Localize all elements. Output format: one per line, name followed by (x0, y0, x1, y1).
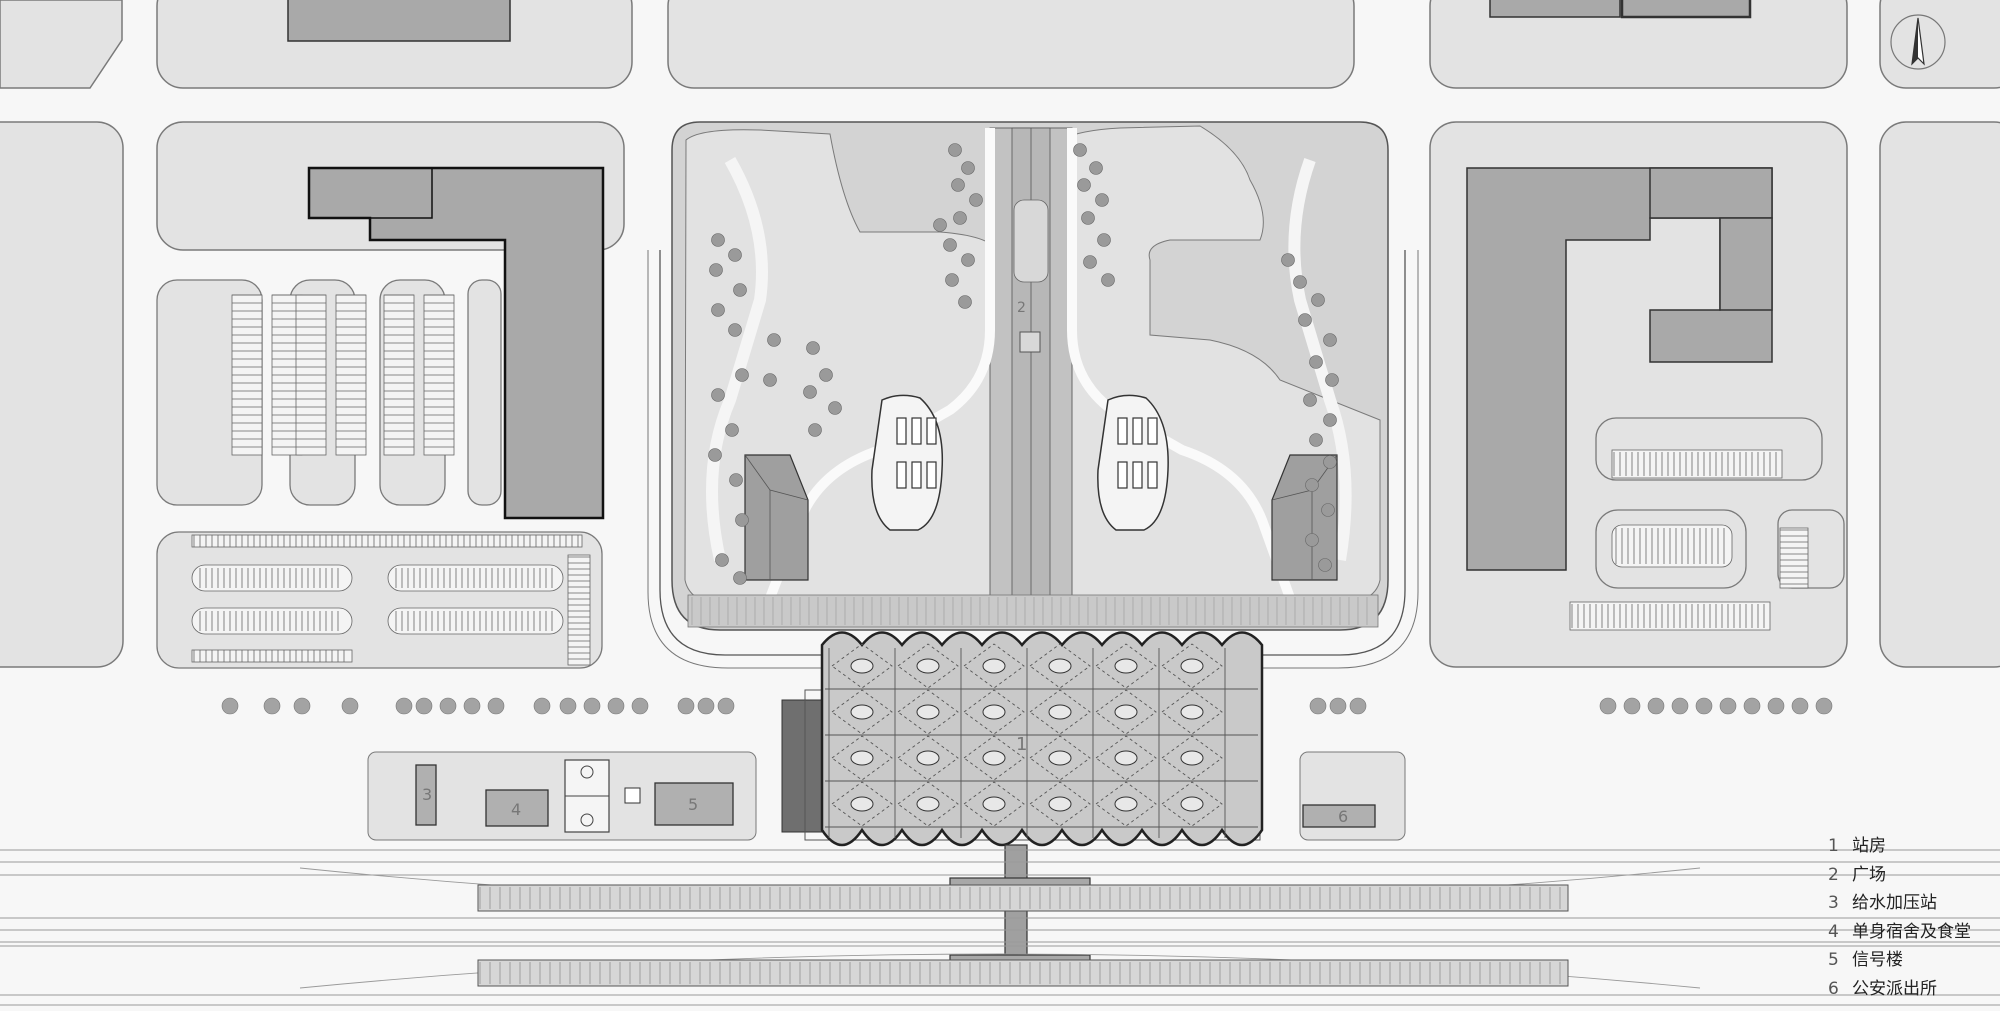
legend-number: 6 (1828, 978, 1839, 999)
legend-item: 3 给水加压站 (1828, 889, 1998, 918)
railway-yard (0, 849, 2000, 1006)
label-6: 6 (1338, 807, 1348, 826)
legend-label: 站房 (1852, 836, 1886, 856)
label-3: 3 (422, 785, 432, 804)
legend-number: 3 (1828, 893, 1839, 913)
station-plaza (647, 121, 1419, 669)
legend-item: 2 广场 (1828, 861, 1998, 890)
legend-label: 公安派出所 (1852, 978, 1937, 999)
left-parking-area (156, 279, 603, 669)
legend-label: 给水加压站 (1852, 893, 1937, 913)
legend-item: 1 站房 (1828, 832, 1998, 861)
legend: 1 站房 2 广场 3 给水加压站 4 单身宿舍及食堂 5 信号楼 6 公安派出所 (1828, 832, 1998, 1003)
legend-number: 2 (1828, 864, 1839, 885)
building-left-l (307, 166, 605, 520)
label-2: 2 (1017, 300, 1026, 316)
legend-label: 单身宿舍及食堂 (1852, 921, 1971, 942)
legend-item: 4 单身宿舍及食堂 (1828, 918, 1998, 947)
legend-number: 5 (1828, 950, 1839, 970)
building-right-complex (1466, 167, 1773, 571)
legend-item: 6 公安派出所 (1828, 975, 1998, 1004)
legend-item: 5 信号楼 (1828, 946, 1998, 975)
legend-number: 1 (1828, 836, 1839, 856)
north-arrow-icon (1890, 14, 1946, 70)
legend-number: 4 (1828, 921, 1839, 942)
plaza-trees (708, 143, 1339, 585)
legend-label: 广场 (1852, 864, 1886, 885)
buildings-top (287, 0, 1752, 42)
legend-label: 信号楼 (1852, 950, 1903, 970)
right-parking-area (1569, 417, 1845, 631)
label-5: 5 (688, 795, 698, 814)
label-4: 4 (511, 800, 521, 819)
street-trees (221, 697, 1833, 715)
ancillary-area: 3 4 5 6 (367, 751, 1406, 841)
label-1: 1 (1016, 734, 1027, 755)
